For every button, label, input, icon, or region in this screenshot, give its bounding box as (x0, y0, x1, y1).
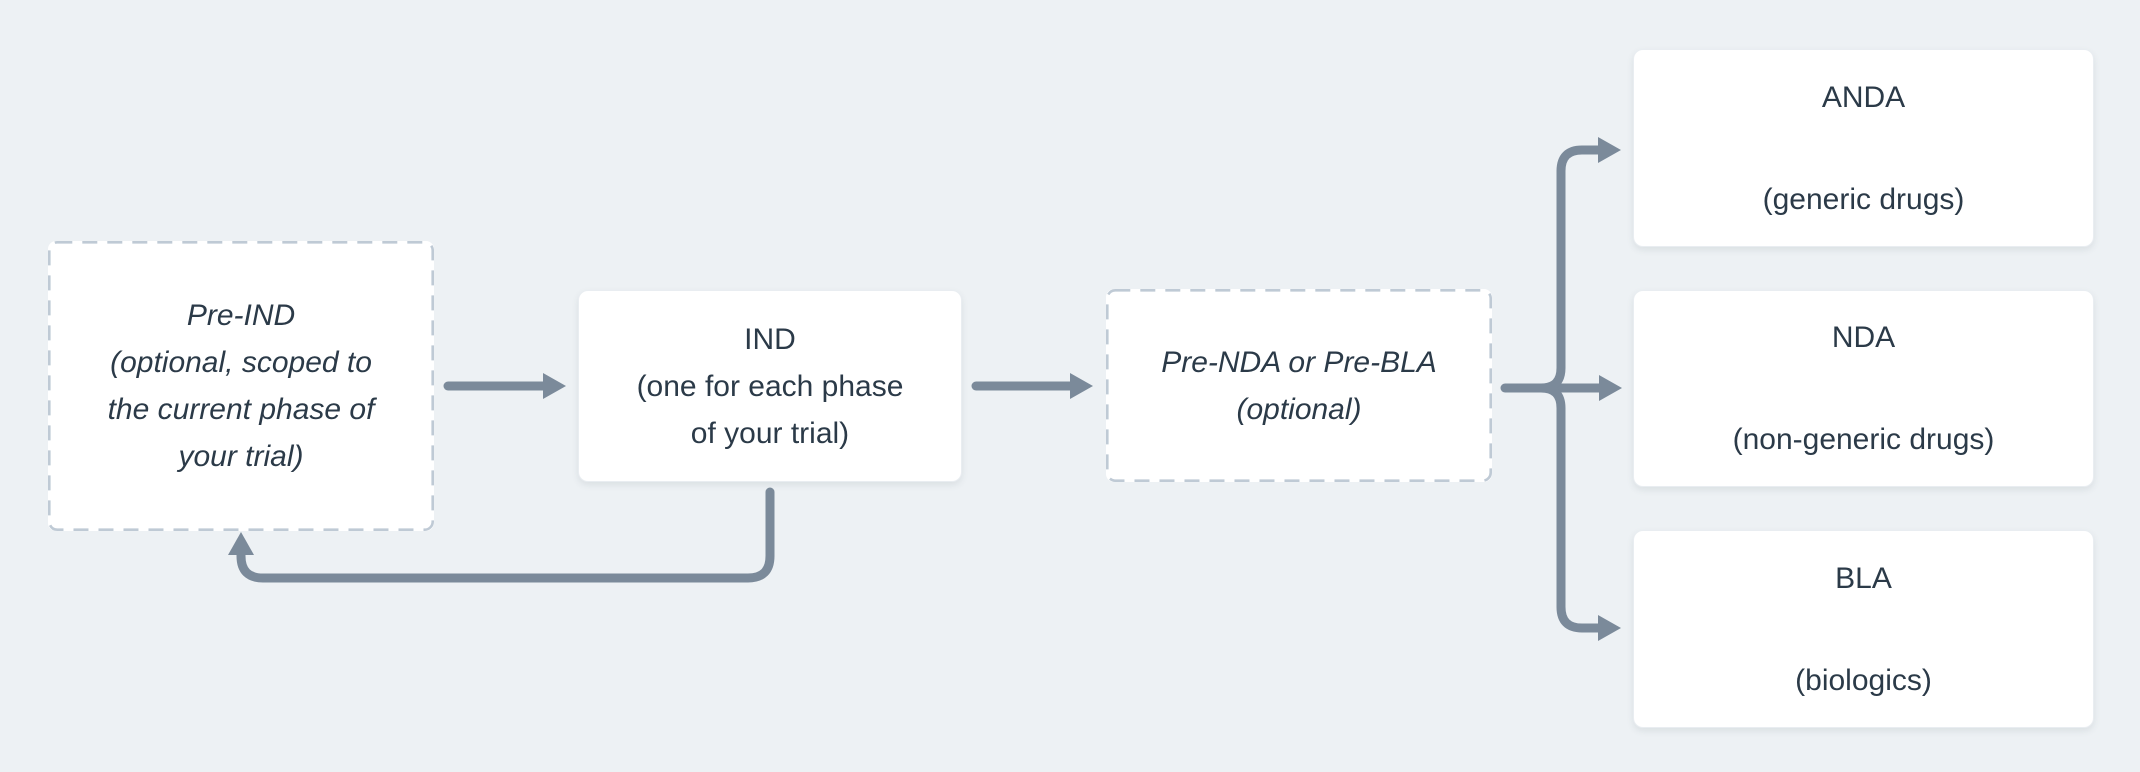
arrowhead-to-bla (1598, 615, 1621, 641)
node-label-line: of your trial) (690, 416, 850, 450)
node-label-line: the current phase of (107, 393, 375, 426)
node-nda-label: NDA (non-generic drugs) (1634, 314, 2093, 463)
node-pre-nda-label: Pre-NDA or Pre-BLA (optional) (1106, 339, 1492, 433)
node-subtitle: (biologics) (1795, 663, 1932, 697)
node-label-line: (one for each phase (636, 369, 904, 403)
node-label-line: your trial) (178, 440, 304, 473)
node-ind: IND (one for each phase of your trial) (578, 290, 962, 482)
arrowhead-ind-to-pre-nda (1070, 373, 1093, 399)
arrow-branch-to-anda (1515, 145, 1605, 393)
node-bla: BLA (biologics) (1633, 530, 2094, 728)
node-subtitle: (generic drugs) (1762, 182, 1965, 216)
node-pre-ind: Pre-IND (optional, scoped to the current… (48, 241, 434, 531)
arrowhead-pre-ind-to-ind (543, 373, 566, 399)
node-nda: NDA (non-generic drugs) (1633, 290, 2094, 487)
node-bla-label: BLA (biologics) (1634, 555, 2093, 704)
arrowhead-loopback-up (228, 532, 254, 555)
node-anda-label: ANDA (generic drugs) (1634, 74, 2093, 223)
node-pre-nda-or-pre-bla: Pre-NDA or Pre-BLA (optional) (1106, 289, 1492, 482)
node-title: BLA (1835, 561, 1892, 595)
node-subtitle: (non-generic drugs) (1732, 423, 1995, 456)
arrow-branch-to-bla (1515, 383, 1605, 633)
arrowhead-to-anda (1598, 137, 1621, 163)
node-label-line: Pre-NDA or Pre-BLA (1161, 345, 1437, 379)
node-label-line: IND (744, 322, 796, 356)
node-label-line: Pre-IND (186, 299, 296, 332)
node-anda: ANDA (generic drugs) (1633, 49, 2094, 247)
node-label-line: (optional) (1236, 392, 1362, 426)
node-label-line: (optional, scoped to (110, 346, 372, 379)
arrowhead-to-nda (1599, 375, 1622, 401)
node-title: ANDA (1821, 80, 1906, 114)
node-ind-label: IND (one for each phase of your trial) (579, 316, 961, 457)
node-title: NDA (1831, 321, 1896, 354)
node-pre-ind-label: Pre-IND (optional, scoped to the current… (48, 292, 434, 480)
